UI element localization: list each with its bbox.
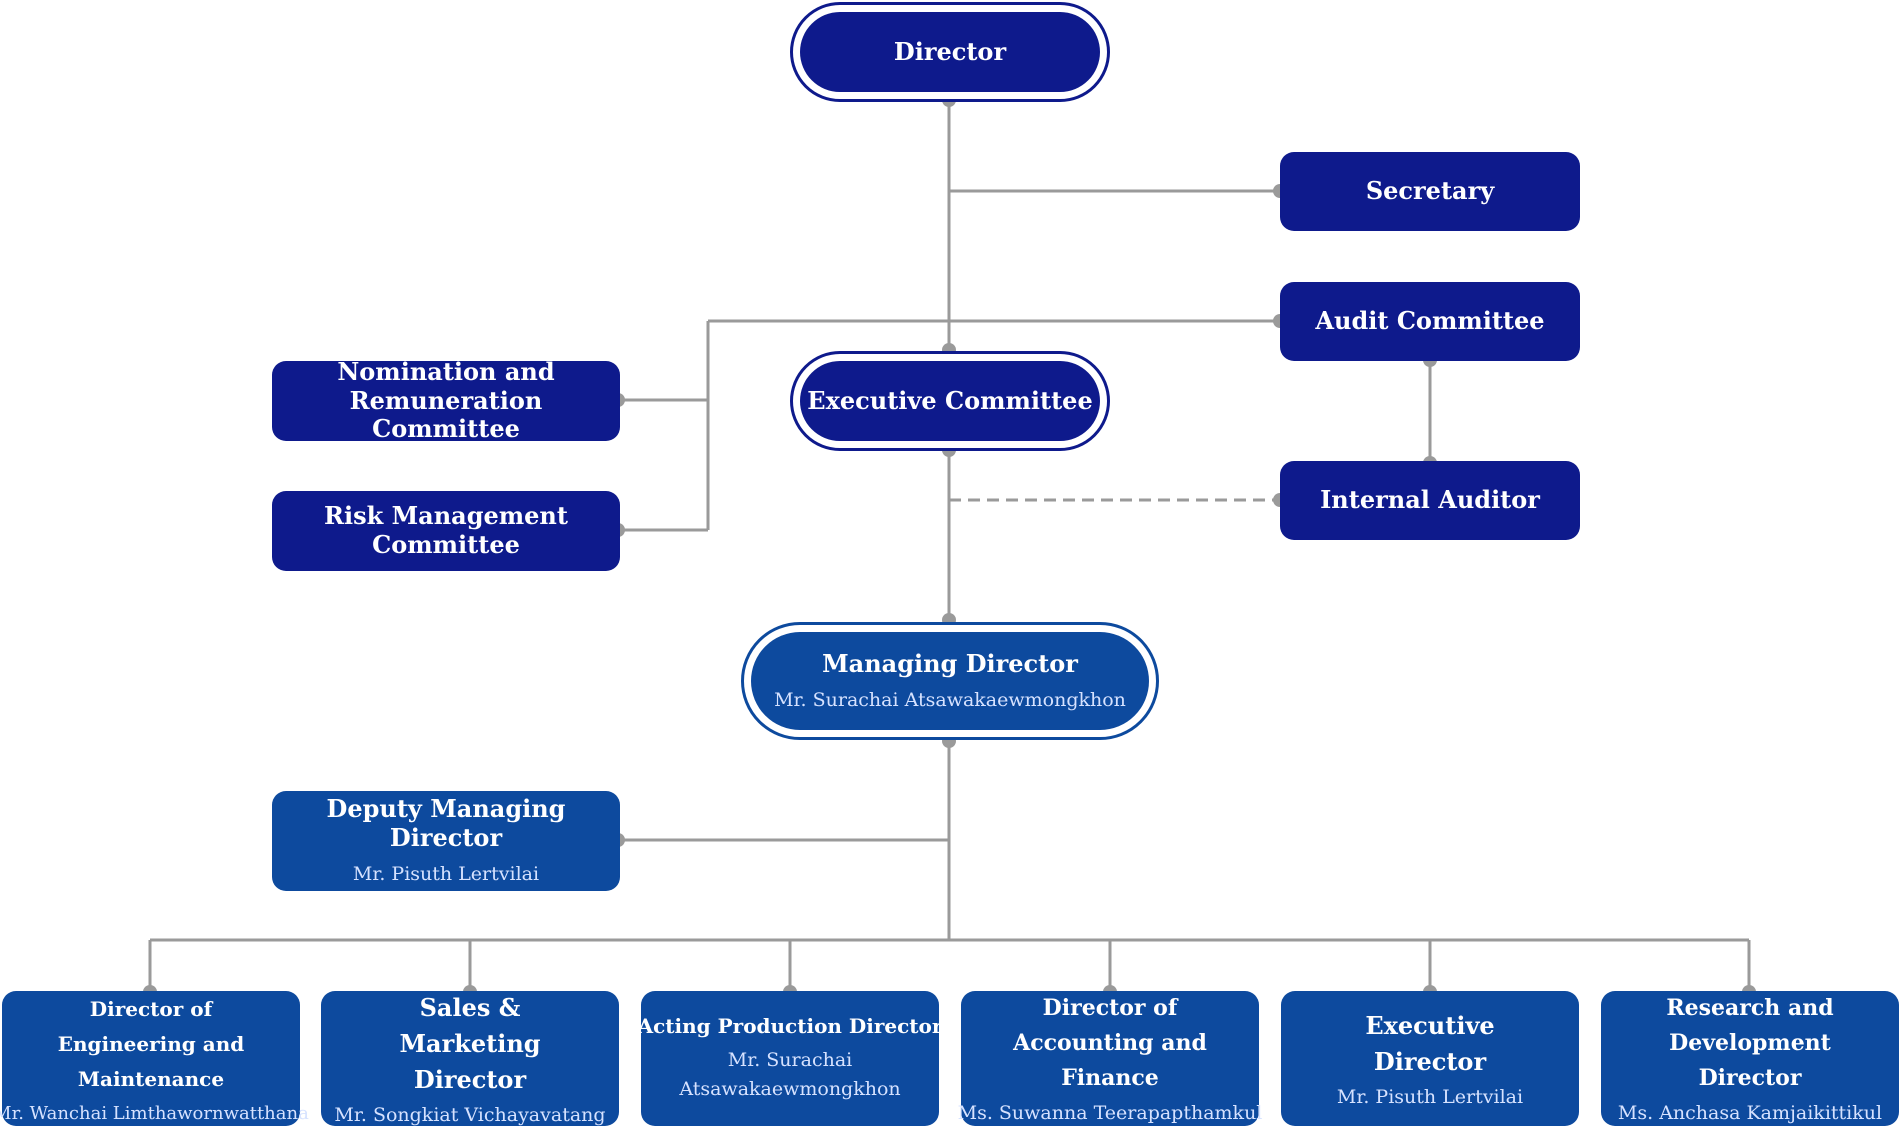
- deputy-md-title: Deputy Managing Director: [326, 794, 566, 853]
- rnd-title: Research and Development Director: [1666, 994, 1834, 1092]
- deputy-md-node[interactable]: Deputy Managing Director Mr. Pisuth Lert…: [272, 791, 620, 891]
- managing-director-node[interactable]: Managing Director Mr. Surachai Atsawakae…: [751, 632, 1149, 730]
- risk-committee-node[interactable]: Risk Management Committee: [272, 491, 620, 571]
- engineering-title: Director of Engineering and Maintenance: [57, 996, 245, 1091]
- production-title: Acting Production Director: [637, 1014, 943, 1038]
- executive-committee-title: Executive Committee: [807, 385, 1093, 415]
- executive-director-node[interactable]: Executive Director Mr. Pisuth Lertvilai: [1281, 991, 1579, 1126]
- director-node[interactable]: Director: [800, 12, 1100, 92]
- sales-name: Mr. Songkiat Vichayavatang: [334, 1103, 606, 1126]
- rnd-node[interactable]: Research and Development Director Ms. An…: [1601, 991, 1899, 1126]
- engineering-name: Mr. Wanchai Limthawornwatthana: [0, 1102, 309, 1124]
- nomination-committee-node[interactable]: Nomination and Remuneration Committee: [272, 356, 620, 444]
- engineering-node[interactable]: Director of Engineering and Maintenance …: [0, 991, 309, 1126]
- audit-committee-title: Audit Committee: [1315, 306, 1545, 336]
- production-node[interactable]: Acting Production Director Mr. Surachai …: [638, 991, 942, 1126]
- internal-auditor-node[interactable]: Internal Auditor: [1280, 461, 1580, 540]
- accounting-title: Director of Accounting and Finance: [1013, 994, 1207, 1092]
- director-title: Director: [893, 36, 1007, 66]
- internal-auditor-title: Internal Auditor: [1320, 485, 1540, 515]
- sales-node[interactable]: Sales & Marketing Director Mr. Songkiat …: [321, 991, 619, 1126]
- nomination-committee-title: Nomination and Remuneration Committee: [337, 356, 555, 444]
- sales-title: Sales & Marketing Director: [399, 992, 541, 1094]
- executive-committee-node[interactable]: Executive Committee: [800, 361, 1100, 441]
- managing-director-name: Mr. Surachai Atsawakaewmongkhon: [774, 688, 1126, 711]
- audit-committee-node[interactable]: Audit Committee: [1280, 282, 1580, 361]
- accounting-name: Ms. Suwanna Teerapapthamkul: [957, 1102, 1263, 1125]
- secretary-node[interactable]: Secretary: [1280, 152, 1580, 231]
- executive-director-title: Executive Director: [1365, 1010, 1495, 1076]
- risk-committee-title: Risk Management Committee: [324, 501, 568, 559]
- secretary-title: Secretary: [1365, 176, 1495, 206]
- deputy-md-name: Mr. Pisuth Lertvilai: [352, 862, 540, 885]
- production-name: Mr. Surachai Atsawakaewmongkhon: [679, 1049, 901, 1100]
- accounting-node[interactable]: Director of Accounting and Finance Ms. S…: [958, 991, 1262, 1126]
- rnd-name: Ms. Anchasa Kamjaikittikul: [1617, 1102, 1883, 1125]
- managing-director-title: Managing Director: [822, 648, 1078, 678]
- executive-director-name: Mr. Pisuth Lertvilai: [1336, 1085, 1524, 1108]
